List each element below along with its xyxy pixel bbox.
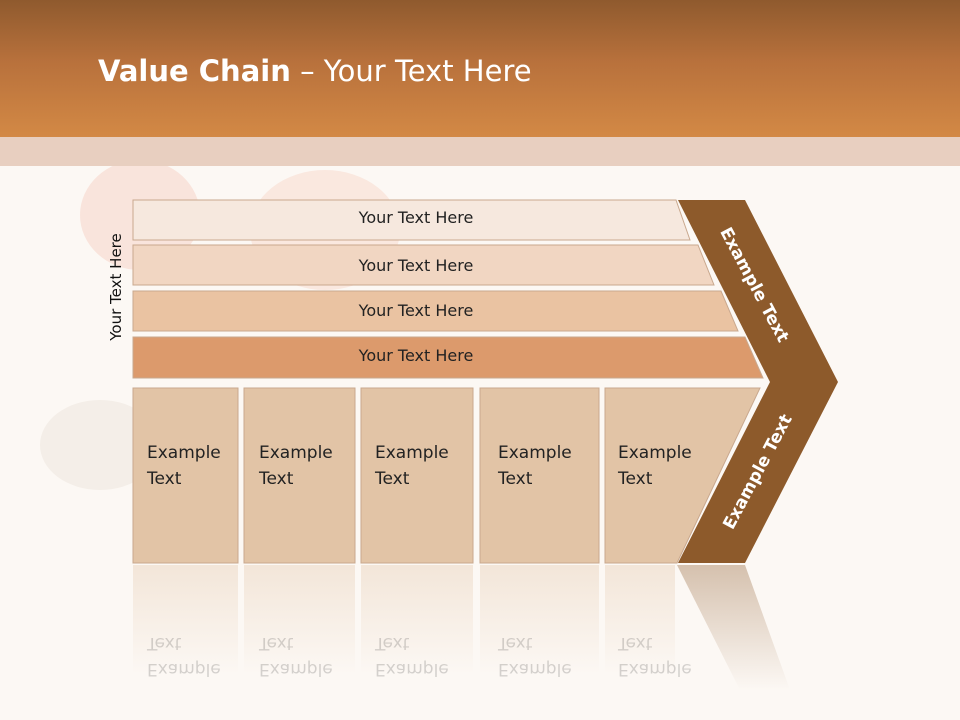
reflection — [480, 565, 599, 675]
row-label-4: Your Text Here — [358, 346, 474, 365]
row-bar-4 — [132, 336, 764, 379]
header-strip — [0, 137, 960, 166]
chevron-reflection — [677, 565, 790, 690]
row-bar-3 — [132, 290, 739, 332]
row-label-3: Your Text Here — [358, 301, 474, 320]
title-rest: – Your Text Here — [290, 54, 532, 88]
reflection — [605, 565, 675, 675]
reflection — [244, 565, 355, 675]
row-label-2: Your Text Here — [358, 256, 474, 275]
header-band — [0, 0, 960, 137]
column-box-4 — [479, 387, 600, 564]
row-bar-2 — [132, 244, 715, 286]
reflection — [361, 565, 473, 675]
column-box-2 — [243, 387, 356, 564]
column-box-3 — [360, 387, 474, 564]
chevron-arrow — [678, 200, 838, 563]
column-box-5 — [604, 387, 761, 564]
column-box-1 — [132, 387, 239, 564]
slide-title: Value Chain – Your Text Here — [98, 54, 532, 88]
title-bold: Value Chain — [98, 54, 291, 88]
row-label-1: Your Text Here — [358, 208, 474, 227]
reflection — [133, 565, 238, 675]
row-bar-1 — [132, 199, 691, 241]
